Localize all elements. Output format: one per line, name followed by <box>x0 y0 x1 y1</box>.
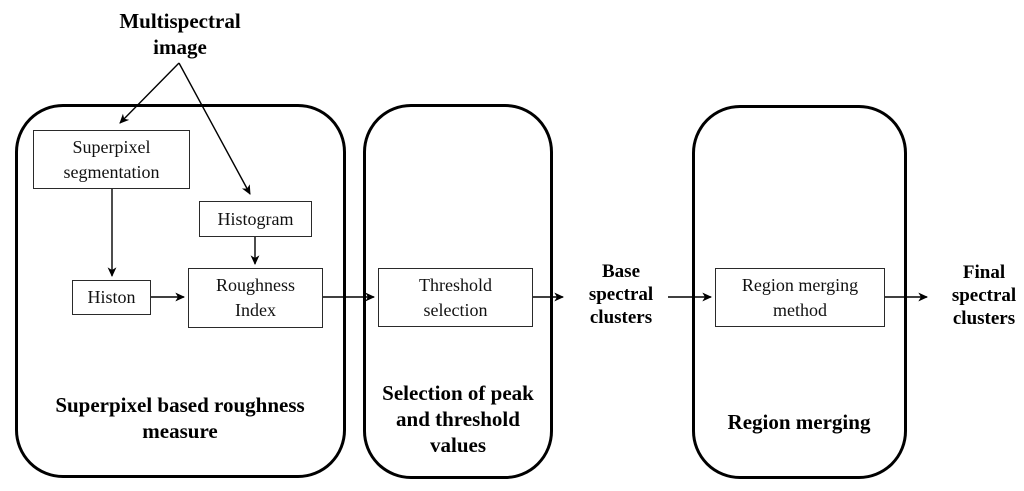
histogram-box: Histogram <box>199 201 312 237</box>
final-spectral-clusters-label: Final spectral clusters <box>951 262 1017 329</box>
caption-selection-of-peak-and-threshold-values: Selection of peak and threshold values <box>382 381 534 458</box>
base-spectral-clusters-label: Base spectral clusters <box>588 261 654 328</box>
roughness-index-box: Roughness Index <box>188 268 323 328</box>
histon-box: Histon <box>72 280 151 315</box>
multispectral-image-label: Multispectral image <box>119 9 241 60</box>
region-merging-method-box: Region merging method <box>715 268 885 327</box>
container-region-merging <box>692 105 907 479</box>
superpixel-segmentation-box: Superpixel segmentation <box>33 130 190 189</box>
caption-region-merging: Region merging <box>727 410 871 434</box>
container-selection-peak-threshold <box>363 104 553 479</box>
caption-superpixel-based-roughness-measure: Superpixel based roughness measure <box>55 393 305 444</box>
threshold-selection-box: Threshold selection <box>378 268 533 327</box>
